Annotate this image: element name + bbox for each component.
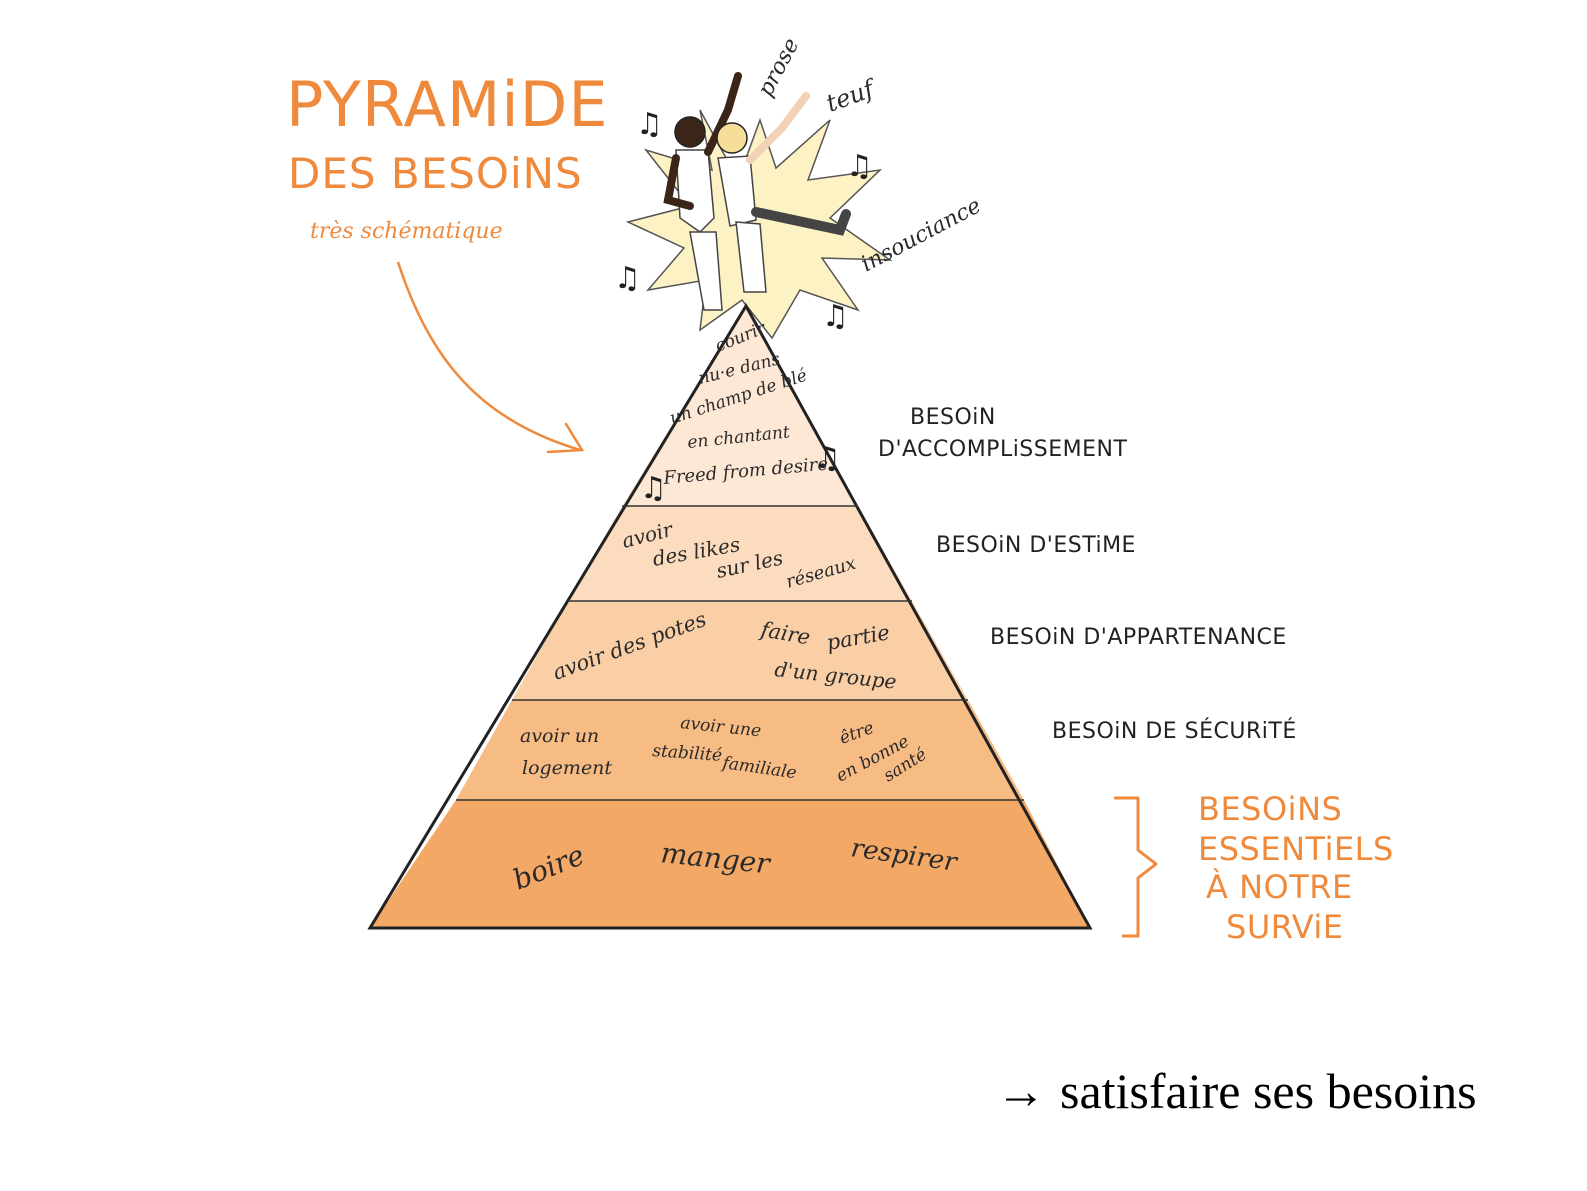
- essentiels-line1: BESOiNS: [1198, 790, 1342, 828]
- pyramid: [367, 303, 1093, 930]
- footer-text: satisfaire ses besoins: [1060, 1063, 1477, 1119]
- label-accomplissement-line1: BESOiN: [910, 405, 996, 430]
- level-2-band: [568, 506, 912, 601]
- word-teuf: teuf: [822, 73, 881, 117]
- level-4-band: [456, 700, 1024, 800]
- arrow-right-icon: →: [996, 1063, 1046, 1119]
- essentiels-line4: SURViE: [1226, 908, 1344, 946]
- label-appartenance: BESOiN D'APPARTENANCE: [990, 625, 1287, 650]
- pyramid-outline: [367, 303, 1093, 930]
- title-block: PYRAMiDE DES BESOiNS très schématique: [286, 68, 609, 244]
- title-note: très schématique: [310, 219, 503, 244]
- level-4-text: logement: [522, 757, 612, 779]
- title-line1: PYRAMiDE: [286, 68, 609, 141]
- word-insouciance: insouciance: [857, 193, 985, 277]
- music-note-icon: ♫: [640, 471, 667, 506]
- level-3-band: [512, 601, 968, 700]
- dancing-figures: [663, 72, 851, 311]
- footer: → satisfaire ses besoins: [996, 1063, 1477, 1119]
- word-prose: prose: [753, 34, 804, 101]
- label-estime: BESOiN D'ESTiME: [936, 533, 1136, 558]
- music-notes: ♫ ♫ ♫ ♫: [614, 107, 873, 334]
- music-note-icon: ♫: [614, 261, 641, 296]
- label-securite: BESOiN DE SÉCURiTÉ: [1052, 718, 1297, 744]
- curved-arrow: [396, 261, 585, 454]
- music-note-icon: ♫: [636, 107, 663, 142]
- essentials-group: BESOiNS ESSENTiELS À NOTRE SURViE: [1114, 790, 1394, 946]
- music-note-icon: ♫: [822, 299, 849, 334]
- level-4-text: stabilité: [652, 741, 723, 766]
- bracket: [1114, 796, 1158, 938]
- label-accomplissement-line2: D'ACCOMPLiSSEMENT: [878, 437, 1127, 462]
- level-1-band: [622, 306, 858, 506]
- title-line2: DES BESOiNS: [288, 149, 583, 198]
- level-5-band: [370, 800, 1090, 928]
- music-note-icon: ♫: [814, 441, 841, 476]
- level-labels: BESOiN D'ACCOMPLiSSEMENT BESOiN D'ESTiME…: [878, 405, 1297, 744]
- essentiels-line2: ESSENTiELS: [1198, 830, 1394, 868]
- essentiels-line3: À NOTRE: [1206, 868, 1353, 906]
- level-4-text: avoir un: [520, 725, 599, 747]
- music-note-icon: ♫: [846, 149, 873, 184]
